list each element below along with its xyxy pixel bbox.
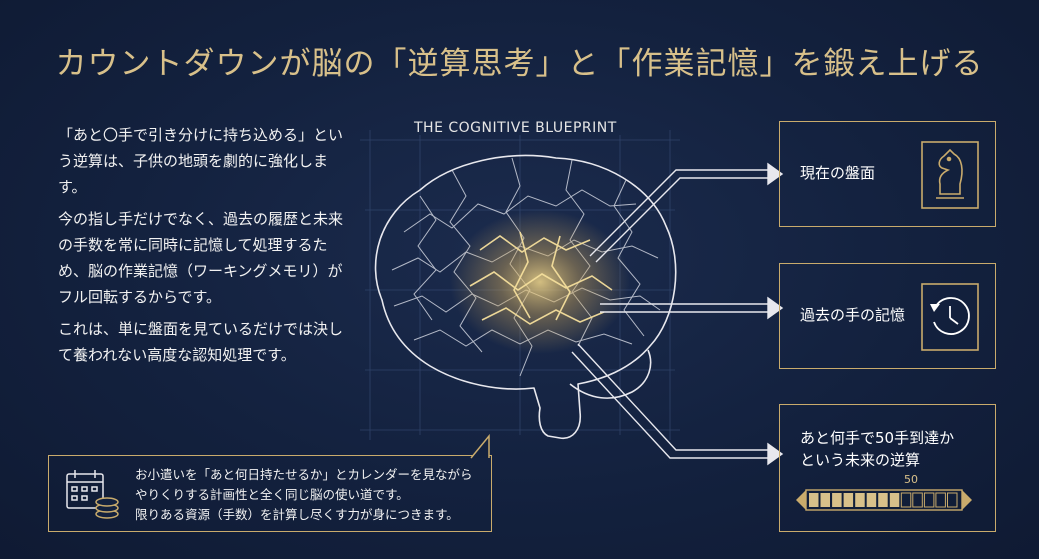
analogy-text: お小遣いを「あと何日持たせるか」とカレンダーを見ながら やりくりする計画性と全く… <box>135 465 485 525</box>
paragraph-2: 今の指し手だけでなく、過去の履歴と未来の手数を常に同時に記憶して処理するため、脳… <box>58 210 344 306</box>
progress-segment-empty <box>912 492 923 508</box>
brain-glow <box>450 210 630 354</box>
paragraph-1: 「あと〇手で引き分けに持ち込める」という逆算は、子供の地頭を劇的に強化します。 <box>58 126 344 196</box>
chess-knight-icon <box>921 141 979 209</box>
future-countdown-line1: あと何手で50手到達か <box>800 429 955 447</box>
progress-segment-filled <box>866 493 877 507</box>
analogy-line-3: 限りある資源（手数）を計算し尽くす力が身につきます。 <box>135 507 459 522</box>
glow-folds <box>469 231 613 325</box>
progress-segment-filled <box>820 493 830 507</box>
progress-bar-left-cap <box>796 490 806 510</box>
analogy-note: お小遣いを「あと何日持たせるか」とカレンダーを見ながら やりくりする計画性と全く… <box>48 434 492 532</box>
progress-segment-filled <box>832 493 842 507</box>
future-countdown-line2: という未来の逆算 <box>800 451 921 469</box>
past-moves-label: 過去の手の記憶 <box>800 306 906 324</box>
future-countdown-box: あと何手で50手到達か という未来の逆算 50 <box>779 404 996 532</box>
progress-segment-empty <box>935 492 946 508</box>
progress-bar-frame <box>805 489 963 511</box>
progress-segment-filled <box>843 493 854 507</box>
connector-arrows <box>571 162 784 466</box>
speech-pointer <box>470 434 490 459</box>
blueprint-label: THE COGNITIVE BLUEPRINT <box>414 120 617 136</box>
explanation-text: 「あと〇手で引き分けに持ち込める」という逆算は、子供の地頭を劇的に強化します。 … <box>58 122 348 374</box>
progress-segment-filled <box>889 493 900 507</box>
current-board-label: 現在の盤面 <box>800 164 876 182</box>
progress-bar-right-cap <box>962 490 972 510</box>
paragraph-3: これは、単に盤面を見ているだけでは決して養われない高度な認知処理です。 <box>58 320 344 364</box>
analogy-line-1: お小遣いを「あと何日持たせるか」とカレンダーを見ながら <box>135 467 473 482</box>
progress-segment-empty <box>900 492 912 508</box>
clock-history-icon <box>921 283 979 351</box>
page-title: カウントダウンが脳の「逆算思考」と「作業記憶」を鍛え上げる <box>55 46 984 82</box>
analogy-line-2: やりくりする計画性と全く同じ脳の使い道です。 <box>135 487 409 502</box>
progress-value-label: 50 <box>904 473 918 486</box>
progress-segment-empty <box>947 492 958 508</box>
progress-segment-filled <box>855 493 865 507</box>
progress-bar <box>796 489 972 511</box>
brain-outline <box>374 154 677 439</box>
current-board-box: 現在の盤面 <box>779 121 996 227</box>
past-moves-box: 過去の手の記憶 <box>779 263 996 369</box>
progress-segment-filled <box>878 493 888 507</box>
progress-segment-empty <box>923 492 935 508</box>
calendar-coins-icon <box>66 470 119 519</box>
progress-segment-filled <box>809 493 819 507</box>
